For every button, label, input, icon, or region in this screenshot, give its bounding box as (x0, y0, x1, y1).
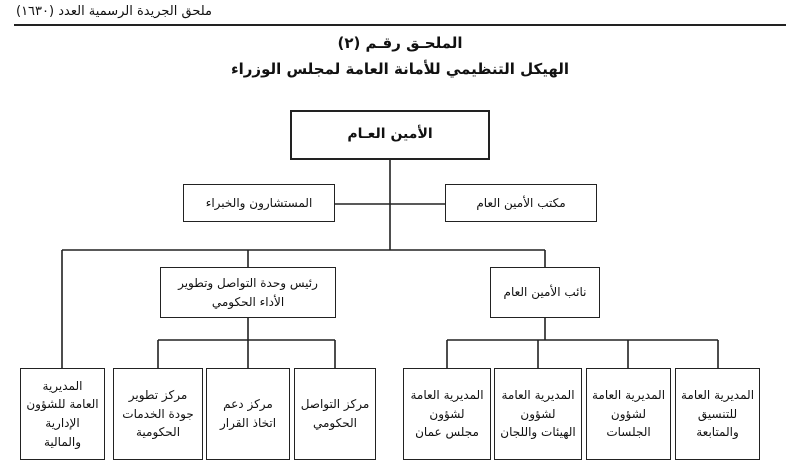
directorate-sessions-affairs-box: المديرية العامة لشؤون الجلسات (586, 368, 671, 460)
communication-unit-head-box: رئيس وحدة التواصل وتطوير الأداء الحكومي (160, 267, 336, 318)
decision-support-center-box: مركز دعم اتخاذ القرار (206, 368, 290, 460)
directorate-bodies-committees-box: المديرية العامة لشؤون الهيئات واللجان (494, 368, 582, 460)
directorate-admin-finance-box: المديرية العامة للشؤون الإدارية والمالية (20, 368, 105, 460)
office-of-secretary-general-box: مكتب الأمين العام (445, 184, 597, 222)
header-rule (14, 24, 786, 26)
deputy-secretary-general-box: نائب الأمين العام (490, 267, 600, 318)
gov-communication-center-box: مركز التواصل الحكومي (294, 368, 376, 460)
annex-title: الملحـق رقـم (٢) (337, 34, 463, 52)
gov-services-quality-center-box: مركز تطوير جودة الخدمات الحكومية (113, 368, 203, 460)
chart-title: الهيكل التنظيمي للأمانة العامة لمجلس الو… (230, 60, 570, 78)
running-header: ملحق الجريدة الرسمية العدد (١٦٣٠) (16, 4, 213, 19)
advisors-and-experts-box: المستشارون والخبراء (183, 184, 335, 222)
directorate-coordination-followup-box: المديرية العامة للتنسيق والمتابعة (675, 368, 760, 460)
secretary-general-box: الأمين العـام (290, 110, 490, 160)
directorate-oman-council-affairs-box: المديرية العامة لشؤون مجلس عمان (403, 368, 491, 460)
